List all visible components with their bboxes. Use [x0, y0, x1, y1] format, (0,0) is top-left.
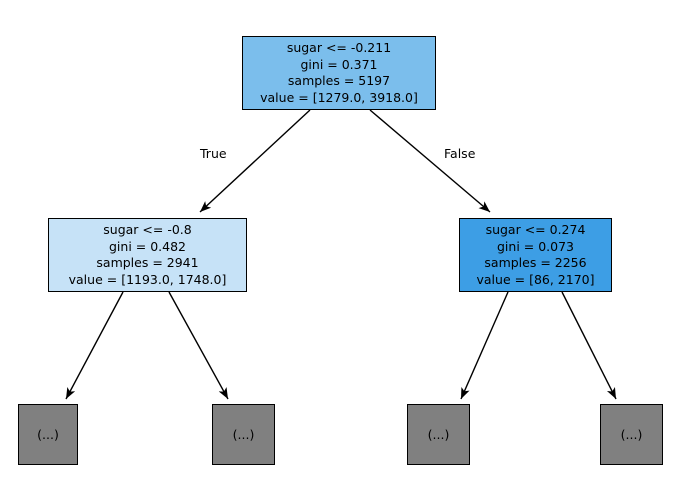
- tree-edge-left-to-leaf2: [168, 291, 229, 400]
- edge-label-true: True: [200, 146, 227, 161]
- tree-edge-left-to-leaf1: [65, 291, 124, 400]
- tree-leaf-leaf2-label: (...): [232, 427, 255, 442]
- tree-leaf-leaf1[interactable]: (...): [18, 404, 78, 465]
- tree-node-left-line-2: samples = 2941: [96, 255, 199, 270]
- edge-label-false: False: [444, 146, 476, 161]
- tree-leaf-leaf3-label: (...): [427, 427, 450, 442]
- tree-node-right-line-0: sugar <= 0.274: [485, 222, 586, 237]
- tree-leaf-leaf4[interactable]: (...): [600, 404, 663, 465]
- tree-node-root-line-2: samples = 5197: [287, 73, 391, 88]
- tree-node-right-line-1: gini = 0.073: [496, 238, 574, 254]
- tree-edge-right-to-leaf3: [460, 291, 509, 400]
- tree-leaf-leaf4-label: (...): [620, 427, 643, 442]
- tree-leaf-leaf3[interactable]: (...): [407, 404, 470, 465]
- tree-node-left-line-1: gini = 0.482: [108, 238, 186, 254]
- tree-edge-root-to-right: [369, 109, 491, 213]
- tree-node-root-line-0: sugar <= -0.211: [286, 40, 392, 55]
- tree-edge-root-to-left: [199, 109, 311, 213]
- tree-leaf-leaf2[interactable]: (...): [212, 404, 275, 465]
- edge-group: [65, 109, 617, 400]
- tree-leaf-leaf1-label: (...): [37, 427, 59, 442]
- tree-node-left-line-3: value = [1193.0, 1748.0]: [68, 271, 227, 287]
- tree-node-root-line-3: value = [1279.0, 3918.0]: [260, 89, 418, 105]
- tree-node-left-line-0: sugar <= -0.8: [103, 222, 192, 237]
- tree-node-right-line-2: samples = 2256: [484, 255, 587, 270]
- tree-node-right-line-3: value = [86, 2170]: [476, 271, 595, 287]
- tree-edge-right-to-leaf4: [561, 291, 617, 400]
- tree-node-root-line-1: gini = 0.371: [300, 56, 378, 72]
